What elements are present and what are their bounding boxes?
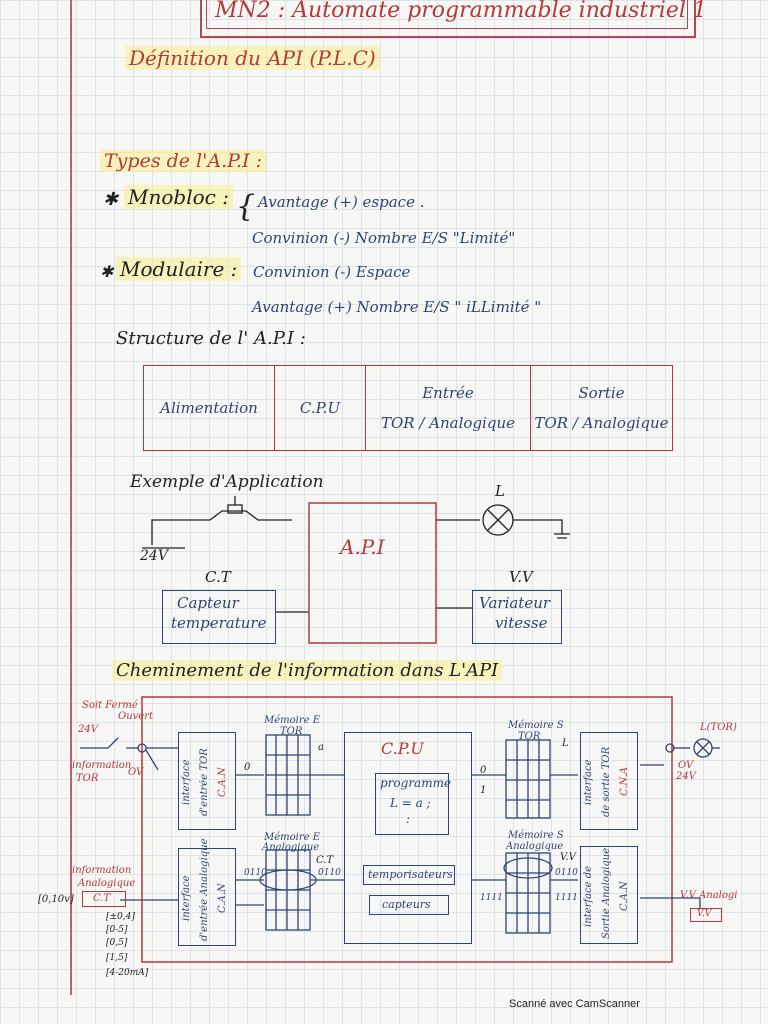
mem-label-a: a (318, 742, 324, 753)
range-1: [±0,4] (106, 912, 135, 922)
example-heading: Exemple d'Application (130, 472, 324, 492)
modulaire-label: Modulaire : (116, 257, 242, 281)
structure-cell-alimentation: Alimentation (143, 365, 275, 451)
range-2: [0-5] (106, 925, 128, 935)
output-interface-tor: interface de sortie TOR C.N.A (580, 732, 638, 830)
input-interface-analog: interface d'entrée Analogique C.A.N (178, 838, 236, 946)
flow-24v: 24V (78, 724, 98, 735)
bullet-icon: ✱ (100, 262, 114, 281)
input-interface-tor: interface d'entrée TOR C.A.N (178, 732, 236, 830)
types-heading: Types de l'A.P.I : (100, 150, 267, 172)
example-ct-label: C.T (205, 568, 231, 586)
mem-in-tor-sub: TOR (280, 726, 303, 737)
bits-out-2: 1111 (555, 893, 578, 903)
bullet-icon: ✱ (103, 189, 119, 210)
mem-label-vv: V.V (560, 852, 576, 863)
cpu-block: C.P.U programme L = a ; : temporisateurs… (344, 732, 472, 944)
structure-heading: Structure de l' A.P.I : (116, 328, 306, 349)
example-vv-label: V.V (509, 568, 533, 586)
range-main: [0,10v] (38, 894, 74, 905)
capteurs-box: capteurs (369, 895, 449, 915)
monobloc-advantage: Avantage (+) espace . (258, 193, 425, 211)
program-box: programme L = a ; : (375, 773, 451, 835)
mem-out-analog-title: Mémoire S (508, 830, 564, 841)
mem-label-ct: C.T (316, 855, 334, 866)
info-tor-1: information (72, 760, 132, 771)
mem-label-l: L (562, 738, 569, 749)
title-frame (200, 0, 696, 38)
mem-in-analog-sub: Analogique (262, 842, 320, 853)
mem-out-tor-title: Mémoire S (508, 720, 564, 731)
temporisateurs-box: temporisateurs (363, 865, 455, 885)
right-ov: OV (678, 760, 694, 771)
example-vv-box: Variateur vitesse (472, 590, 562, 644)
output-interface-analog: interface de Sortie Analogique C.A.N (580, 846, 638, 944)
bits-out: 0110 (555, 868, 578, 878)
title-frame-inner (206, 0, 688, 29)
info-tor-2: TOR (76, 773, 99, 784)
info-analog-2: Analogique (78, 878, 136, 889)
right-vv-analog: V.V Analogi (680, 890, 738, 901)
example-ct-box: Capteur temperature (162, 590, 276, 644)
ct-input-box: C.T (82, 891, 126, 907)
switch-label-2: Ouvert (118, 711, 154, 722)
example-lamp-label: L (495, 482, 505, 500)
definition-heading: Définition du API (P.L.C) (125, 46, 380, 70)
bit-zero-in: 0 (244, 762, 251, 773)
mem-in-tor-title: Mémoire E (264, 715, 321, 726)
bits-in-2: 0110 (318, 868, 341, 878)
bit-one-out: 1 (480, 785, 487, 796)
bits-ones: 1111 (480, 893, 503, 903)
example-voltage: 24V (140, 548, 168, 564)
range-5: [4-20mA] (106, 968, 149, 978)
modulaire-disadvantage: Convinion (-) Espace (253, 263, 411, 281)
flow-heading: Cheminement de l'information dans L'API (112, 660, 503, 681)
right-24v: 24V (676, 771, 696, 782)
bit-zero-out: 0 (480, 765, 487, 776)
margin-line (70, 0, 72, 995)
flow-ov: OV (128, 767, 144, 778)
monobloc-label: Mnobloc : (124, 185, 233, 209)
mem-out-analog-sub: Analogique (506, 841, 564, 852)
structure-cell-cpu: C.P.U (274, 365, 366, 451)
switch-label-1: Soit Fermé (82, 700, 138, 711)
example-api: A.P.I (340, 535, 385, 559)
right-vv-box: V.V (690, 908, 722, 922)
footer-scan-label: Scanné avec CamScanner (509, 998, 640, 1010)
page-title: MN2 : Automate programmable industriel 1 (215, 0, 707, 23)
right-lamp: L(TOR) (700, 722, 737, 733)
range-4: [1,5] (106, 953, 128, 963)
mem-in-analog-title: Mémoire E (264, 832, 321, 843)
bits-in: 0110 (244, 868, 267, 878)
range-3: [0,5] (106, 938, 128, 948)
info-analog-1: information (72, 865, 132, 876)
mem-out-tor-sub: TOR (518, 731, 541, 742)
brace-icon: { (236, 189, 256, 224)
monobloc-disadvantage: Convinion (-) Nombre E/S "Limité" (252, 229, 516, 247)
modulaire-advantage: Avantage (+) Nombre E/S " iLLimité " (252, 298, 542, 316)
